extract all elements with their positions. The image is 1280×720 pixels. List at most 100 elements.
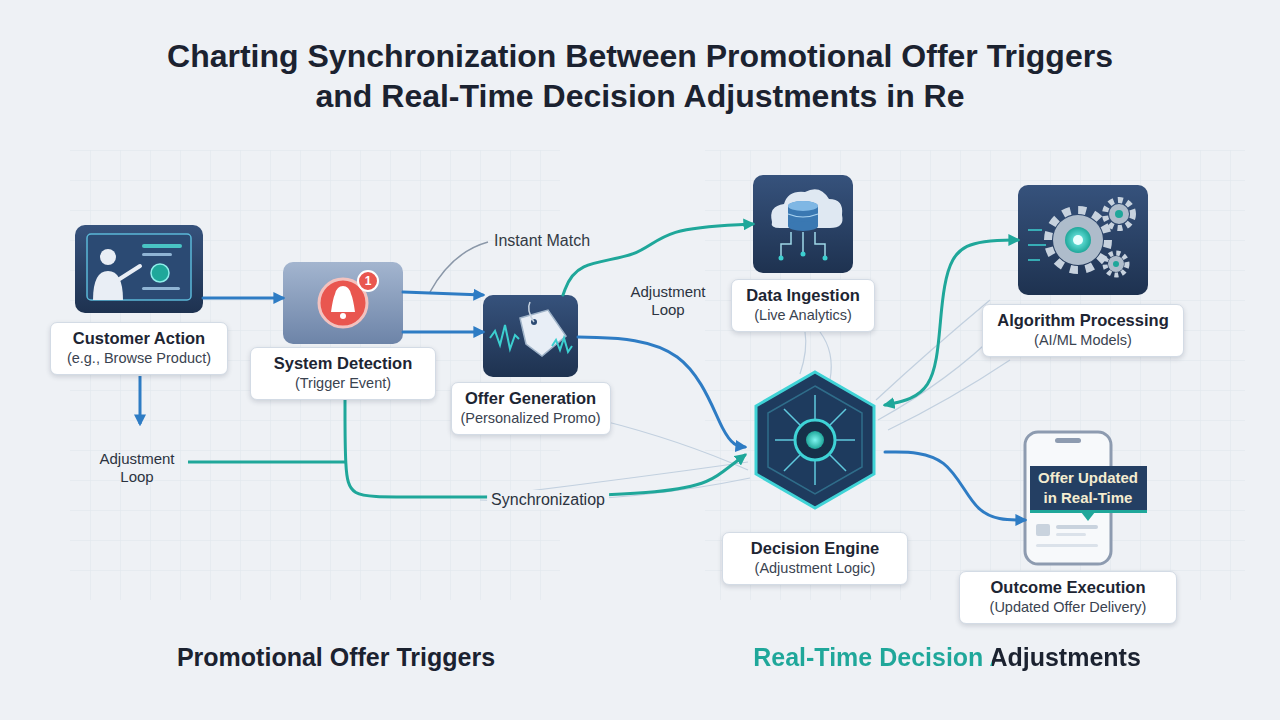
label-card: Algorithm Processing(AI/ML Models) <box>982 304 1184 357</box>
flow-connector <box>403 331 483 334</box>
node-title: Algorithm Processing <box>989 310 1177 331</box>
connector-trace <box>876 300 990 400</box>
database-cloud-icon <box>788 214 818 217</box>
phone-icon <box>1030 466 1147 512</box>
node-title: Outcome Execution <box>966 577 1170 598</box>
annotation-label: Adjustment Loop <box>87 450 187 486</box>
engine-hexagon <box>795 420 835 460</box>
connector-trace <box>600 420 748 470</box>
browse-icon <box>118 266 140 280</box>
process-node: Algorithm Processing(AI/ML Models) <box>1018 185 1148 357</box>
phone-icon <box>1036 544 1098 547</box>
promo-tag-icon <box>490 325 519 349</box>
connector-trace <box>800 332 806 374</box>
node-subtitle: (Live Analytics) <box>738 306 868 325</box>
phone-icon <box>1030 510 1147 513</box>
database-cloud-icon <box>788 201 818 211</box>
bell-icon <box>283 262 403 344</box>
gears-icon <box>1115 210 1123 218</box>
section-label: Promotional Offer Triggers <box>177 642 495 672</box>
phone-icon <box>1081 512 1095 521</box>
node-title: System Detection <box>257 353 429 374</box>
database-cloud-icon <box>788 201 818 211</box>
flow-connector <box>345 400 745 497</box>
database-cloud-icon <box>753 175 853 273</box>
process-node: Outcome Execution(Updated Offer Delivery… <box>1025 432 1111 624</box>
gears-icon <box>1105 253 1127 275</box>
label-card: Offer Generation(Personalized Promo) <box>451 382 611 435</box>
gears-icon <box>1053 215 1103 265</box>
node-subtitle: (AI/ML Models) <box>989 331 1177 350</box>
browse-icon <box>151 264 169 282</box>
database-cloud-icon <box>801 252 806 257</box>
leader-line <box>430 242 488 292</box>
flow-connector <box>885 452 1025 520</box>
process-node: Customer Action(e.g., Browse Product) <box>75 225 203 375</box>
gears-icon <box>1018 185 1148 295</box>
label-card: System Detection(Trigger Event) <box>250 347 436 400</box>
phone-icon <box>1056 533 1086 536</box>
loop-line <box>188 461 345 464</box>
node-subtitle: (e.g., Browse Product) <box>57 349 221 368</box>
promo-tag-icon <box>529 302 534 322</box>
database-cloud-icon <box>779 256 784 261</box>
node-title: Offer Generation <box>458 388 604 409</box>
connector-trace <box>820 332 831 380</box>
label-card: Data Ingestion(Live Analytics) <box>731 279 875 332</box>
annotation-label: Offer Updated in Real-Time <box>1032 468 1144 508</box>
gears-icon <box>1065 227 1091 253</box>
gears-icon <box>1109 204 1129 224</box>
process-node: Data Ingestion(Live Analytics) <box>753 175 853 332</box>
gears-icon <box>1048 210 1108 270</box>
browse-icon <box>75 225 203 313</box>
node-subtitle: (Adjustment Logic) <box>729 559 901 578</box>
promo-tag-icon <box>552 338 572 352</box>
gears-icon <box>1028 230 1046 260</box>
callout-number: 1 <box>358 271 378 291</box>
phone-icon <box>1036 524 1050 536</box>
gears-icon <box>1105 200 1133 228</box>
process-node: Decision Engine(Adjustment Logic) <box>745 372 885 585</box>
engine-hexagon <box>756 372 874 508</box>
annotation-label: Instant Match <box>494 231 590 251</box>
database-cloud-icon <box>753 175 853 273</box>
gears-icon <box>1018 185 1148 295</box>
connector-trace <box>888 360 1010 430</box>
database-cloud-icon <box>788 221 818 231</box>
grid-panel <box>70 150 560 600</box>
engine-hexagon <box>775 395 855 485</box>
browse-icon <box>87 234 191 300</box>
process-node: Offer Generation(Personalized Promo) <box>483 295 578 435</box>
browse-icon <box>142 253 172 256</box>
browse-icon <box>100 249 116 265</box>
browse-icon <box>142 287 180 290</box>
grid-panel <box>705 150 1245 600</box>
label-card: Outcome Execution(Updated Offer Delivery… <box>959 571 1177 624</box>
process-node: System Detection(Trigger Event) <box>283 262 403 400</box>
engine-hexagon <box>768 386 862 494</box>
connector-label: Adjustment Loop <box>614 283 722 319</box>
bell-icon <box>358 271 378 291</box>
node-subtitle: (Personalized Promo) <box>458 409 604 428</box>
browse-icon <box>93 271 123 300</box>
label-card: Customer Action(e.g., Browse Product) <box>50 322 228 375</box>
node-subtitle: (Updated Offer Delivery) <box>966 598 1170 617</box>
phone-icon <box>1025 432 1147 564</box>
promo-tag-icon <box>483 295 578 377</box>
engine-hexagon <box>806 431 824 449</box>
database-cloud-icon <box>781 232 825 256</box>
phone-icon <box>1056 525 1098 529</box>
engine-hexagon <box>756 372 874 508</box>
diagram-title: Charting Synchronization Between Promoti… <box>150 36 1130 116</box>
node-title: Data Ingestion <box>738 285 868 306</box>
node-title: Decision Engine <box>729 538 901 559</box>
gears-icon <box>1108 256 1124 272</box>
promo-tag-icon <box>483 295 578 377</box>
bell-icon <box>283 262 403 344</box>
phone-icon <box>1055 438 1081 443</box>
section-label: Real-Time Decision Adjustments <box>753 642 1141 672</box>
flow-connector <box>403 292 483 295</box>
node-subtitle: (Trigger Event) <box>257 374 429 393</box>
